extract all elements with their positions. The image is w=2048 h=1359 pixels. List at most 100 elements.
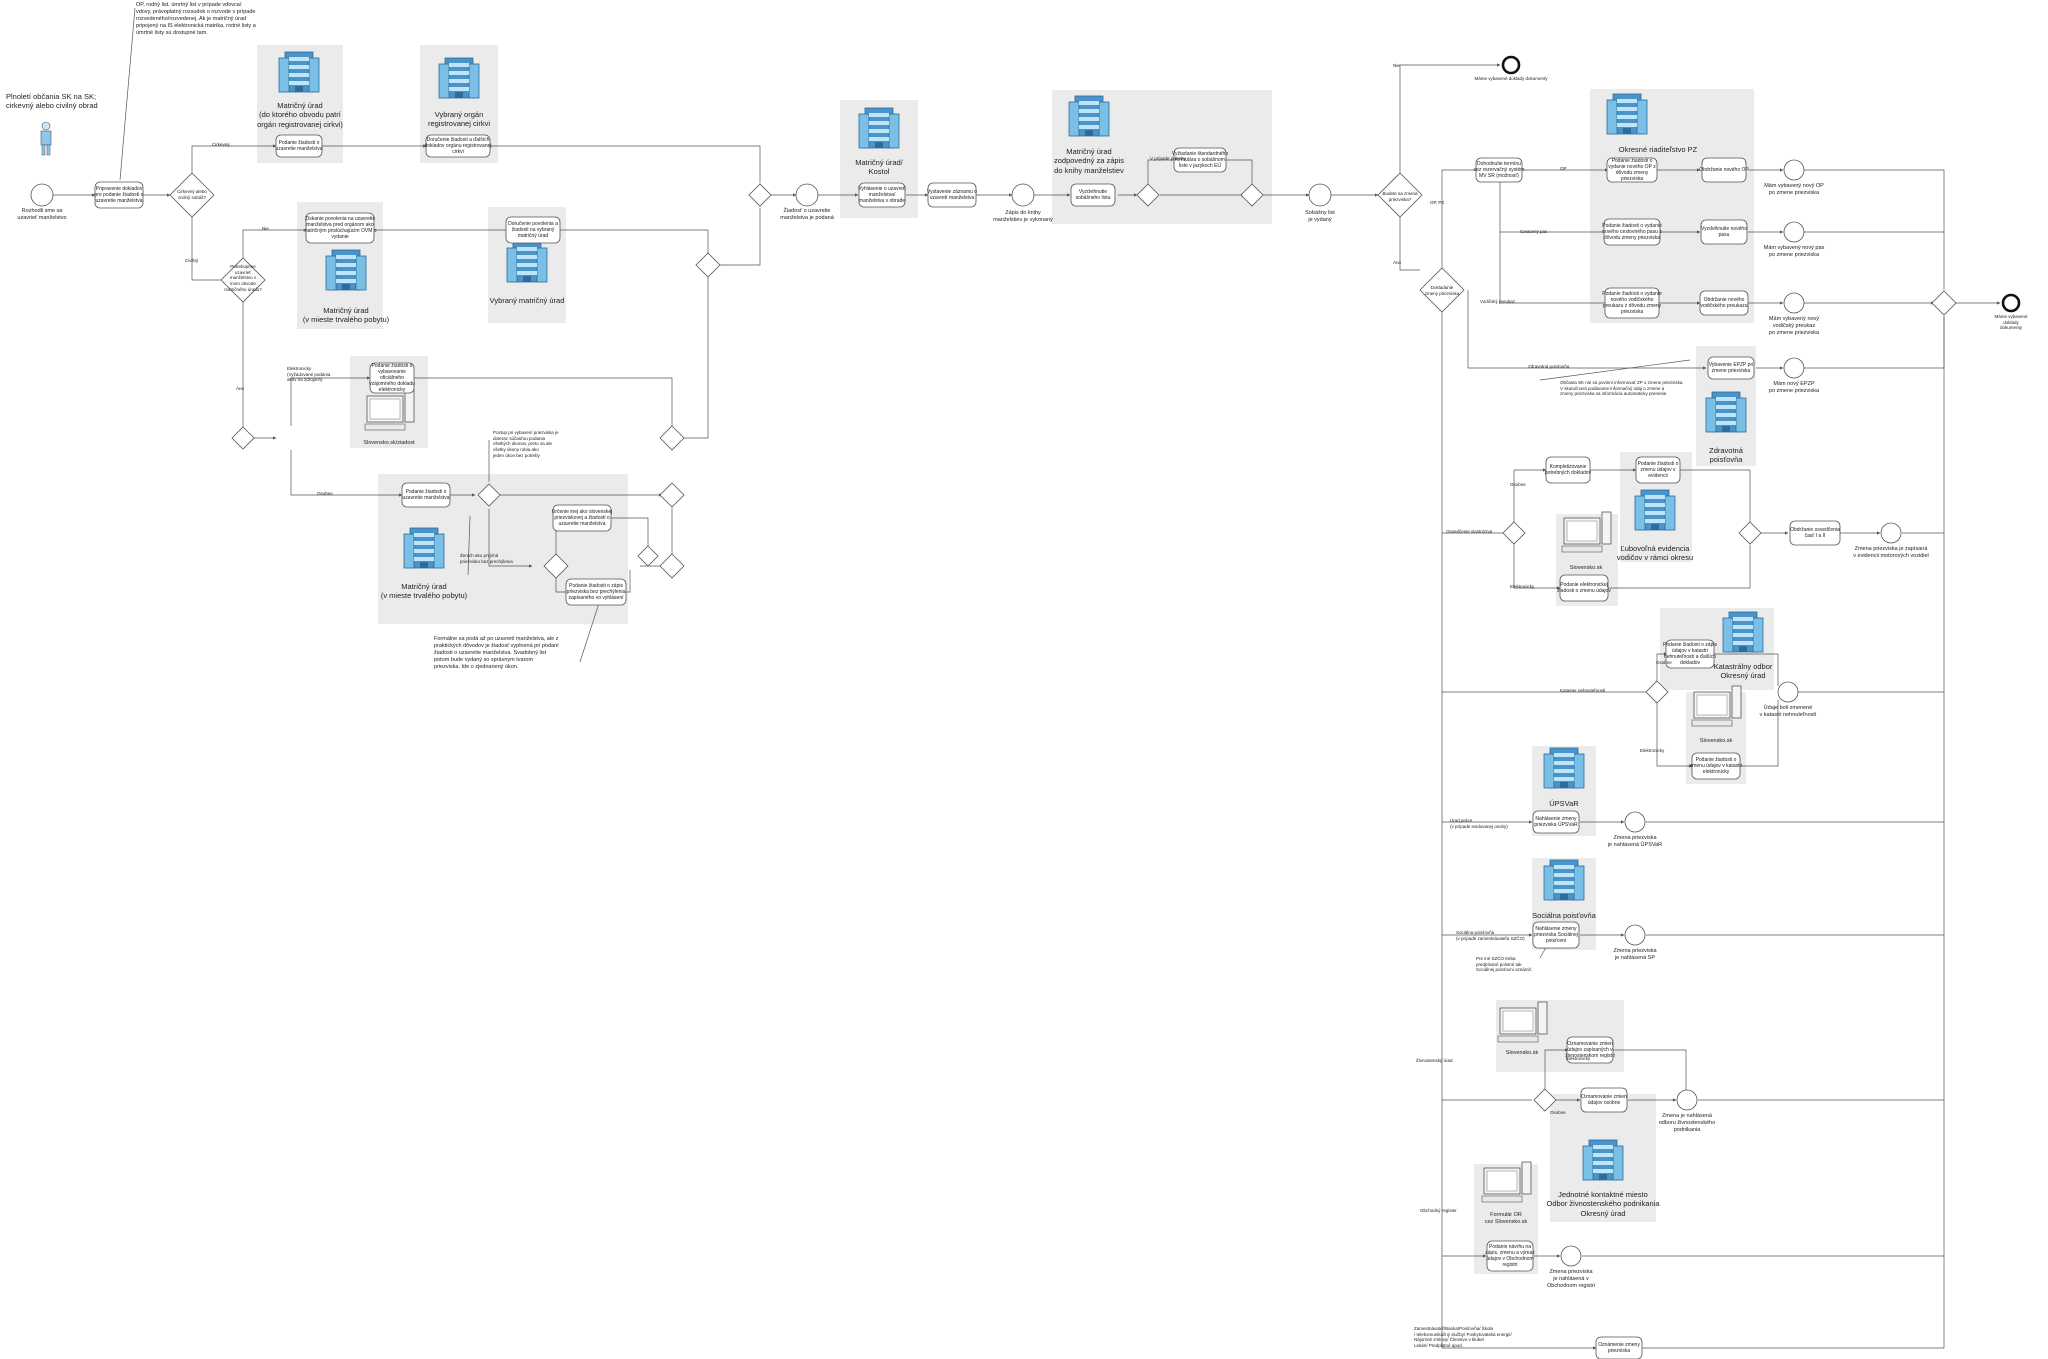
gateway-diamond	[1136, 183, 1160, 207]
task-box[interactable]	[552, 504, 612, 532]
task-label: Dohodnutie termínu cez rezervačný systém…	[1473, 161, 1525, 179]
gateway-diamond	[659, 482, 685, 508]
edge-label: Elektronicky	[1566, 1056, 1591, 1061]
edge-label: V prípade potreby	[1150, 156, 1186, 161]
task-box[interactable]	[1603, 218, 1661, 246]
edge-label: Vodičský preukaz	[1480, 299, 1516, 304]
event-label: Zmena priezviska je nahlásená v Obchodno…	[1547, 1269, 1595, 1289]
event-label: Žiadosť o uzavretie manželstva je podaná	[780, 208, 834, 221]
gateway-diamond	[637, 545, 659, 567]
intermediate-event	[1880, 522, 1902, 544]
task-label: Podanie žiadosti o vydanie nového OP z d…	[1608, 158, 1656, 182]
gateway-label: Dokladanie zmeny priezviska	[1424, 285, 1460, 296]
task-box[interactable]	[565, 578, 627, 606]
task-box[interactable]	[401, 482, 451, 508]
event-label: Máme vybavené doklady dokumenty	[1474, 76, 1548, 81]
task-box[interactable]	[1486, 1240, 1534, 1272]
building-icon	[403, 527, 445, 569]
task-box[interactable]	[1789, 520, 1841, 546]
gateway-diamond	[1931, 290, 1957, 316]
event-label: Zmena priezviska je nahlásená ÚPSVaR	[1607, 835, 1663, 848]
task-box[interactable]	[1475, 157, 1523, 183]
building-icon	[1722, 611, 1764, 653]
task-box[interactable]	[369, 362, 415, 394]
office-label: Katastrálny odbor Okresný úrad	[1713, 662, 1773, 681]
task-box[interactable]	[1701, 157, 1747, 183]
task-label: Určenie inej ako slovenskej priezviskove…	[551, 509, 613, 527]
task-label: Podanie žiadosti o vybavovanie oficiálne…	[369, 363, 415, 393]
task-box[interactable]	[1559, 574, 1609, 602]
intermediate-event	[1777, 681, 1799, 703]
building-icon	[1634, 489, 1676, 531]
edge-label: Elektronicky	[1640, 748, 1665, 753]
task-box[interactable]	[1700, 219, 1748, 245]
task-label: Podanie žiadosti o uzavretie manželstva	[275, 140, 323, 152]
gateway-diamond	[231, 426, 255, 450]
building-icon	[278, 51, 320, 93]
task-box[interactable]	[425, 134, 491, 158]
task-label: Vystavenie záznamu o uzavretí manželstva	[926, 189, 978, 201]
task-box[interactable]	[1070, 183, 1116, 207]
task-box[interactable]	[1173, 147, 1227, 173]
building-icon	[325, 249, 367, 291]
task-label: Podanie žiadosti o zmenu údajov v katast…	[1689, 757, 1743, 775]
building-icon	[1606, 93, 1648, 135]
task-box[interactable]	[1635, 456, 1681, 484]
task-label: Obdržanie nového vodičského preukazu	[1700, 297, 1748, 309]
gateway-diamond	[659, 553, 685, 579]
task-box[interactable]	[927, 182, 977, 208]
task-box[interactable]	[1665, 639, 1715, 669]
edge-label: OP	[1560, 166, 1567, 171]
gateway-diamond	[1533, 1088, 1557, 1112]
gateway-diamond	[1240, 183, 1264, 207]
end-event	[1501, 55, 1521, 75]
office-label: Sociálna poisťovňa	[1532, 911, 1596, 920]
task-box[interactable]	[1532, 810, 1580, 834]
task-box[interactable]	[1604, 287, 1660, 319]
office-label: Matričný úrad (do ktorého obvodu patrí o…	[257, 101, 343, 129]
edge-label: Osvedčenie vlastníctva	[1446, 529, 1493, 534]
task-label: Nahlásenie zmeny priezviska ÚPSVaR	[1534, 816, 1578, 828]
event-label: Údaje boli zmenené v katastri nehnuteľno…	[1759, 705, 1817, 718]
event-label: Mám nový EPZP po zmene priezviska	[1768, 381, 1820, 394]
task-box[interactable]	[275, 134, 323, 158]
task-box[interactable]	[1532, 921, 1580, 949]
person-icon	[40, 121, 52, 156]
task-box[interactable]	[1707, 356, 1755, 380]
task-box[interactable]	[94, 181, 144, 209]
edge-label: Osobne	[1550, 1110, 1566, 1115]
edge-label: Elektronicky	[1510, 584, 1535, 589]
task-box[interactable]	[1566, 1036, 1614, 1064]
intermediate-event	[1011, 183, 1035, 207]
edge-label: OP, PZ	[1430, 200, 1445, 205]
event-label: Mám vybavený nový OP po zmene priezviska	[1764, 183, 1824, 196]
task-box[interactable]	[1595, 1336, 1643, 1359]
end-event	[2001, 293, 2021, 313]
office-label: Matričný úrad (v mieste trvalého pobytu)	[302, 306, 390, 325]
building-icon	[1543, 859, 1585, 901]
edge-label: Zamestnávateľ/Banka/Poisťovňa/ Škola / t…	[1414, 1326, 1512, 1348]
building-icon	[438, 57, 480, 99]
office-label: Slovensko.sk/ziadost	[363, 440, 415, 446]
office-label: Formulár OR cez Slovensko.sk	[1484, 1212, 1528, 1225]
task-box[interactable]	[1691, 752, 1741, 780]
annotation-note: Občania SK nie sú povinní informovať ZP …	[1560, 380, 1684, 397]
task-box[interactable]	[505, 216, 561, 244]
task-label: Doručenie povolenia a žiadosti na vybran…	[508, 221, 558, 239]
building-icon	[1068, 95, 1110, 137]
task-box[interactable]	[1580, 1087, 1628, 1113]
task-box[interactable]	[858, 182, 906, 208]
task-box[interactable]	[305, 212, 375, 244]
office-label: Okresné riaditeľstvo PZ	[1618, 145, 1698, 154]
task-label: Vybavenie EPZP pri zmene priezviska	[1708, 362, 1754, 374]
task-box[interactable]	[1606, 157, 1658, 183]
task-box[interactable]	[1545, 456, 1591, 484]
task-label: Vyhlásenie o uzavretí manželstva/ manžel…	[858, 186, 906, 204]
intermediate-event	[1624, 924, 1646, 946]
annotation-note: OP, rodný list, úmrtný list v prípade vd…	[136, 2, 256, 36]
edge-label: Nie	[1393, 63, 1400, 68]
gateway-diamond	[1419, 267, 1465, 313]
gateway-diamond	[659, 425, 685, 451]
task-box[interactable]	[1699, 290, 1749, 316]
event-label: Mám vybavený nový vodičský preukaz po zm…	[1768, 316, 1820, 336]
